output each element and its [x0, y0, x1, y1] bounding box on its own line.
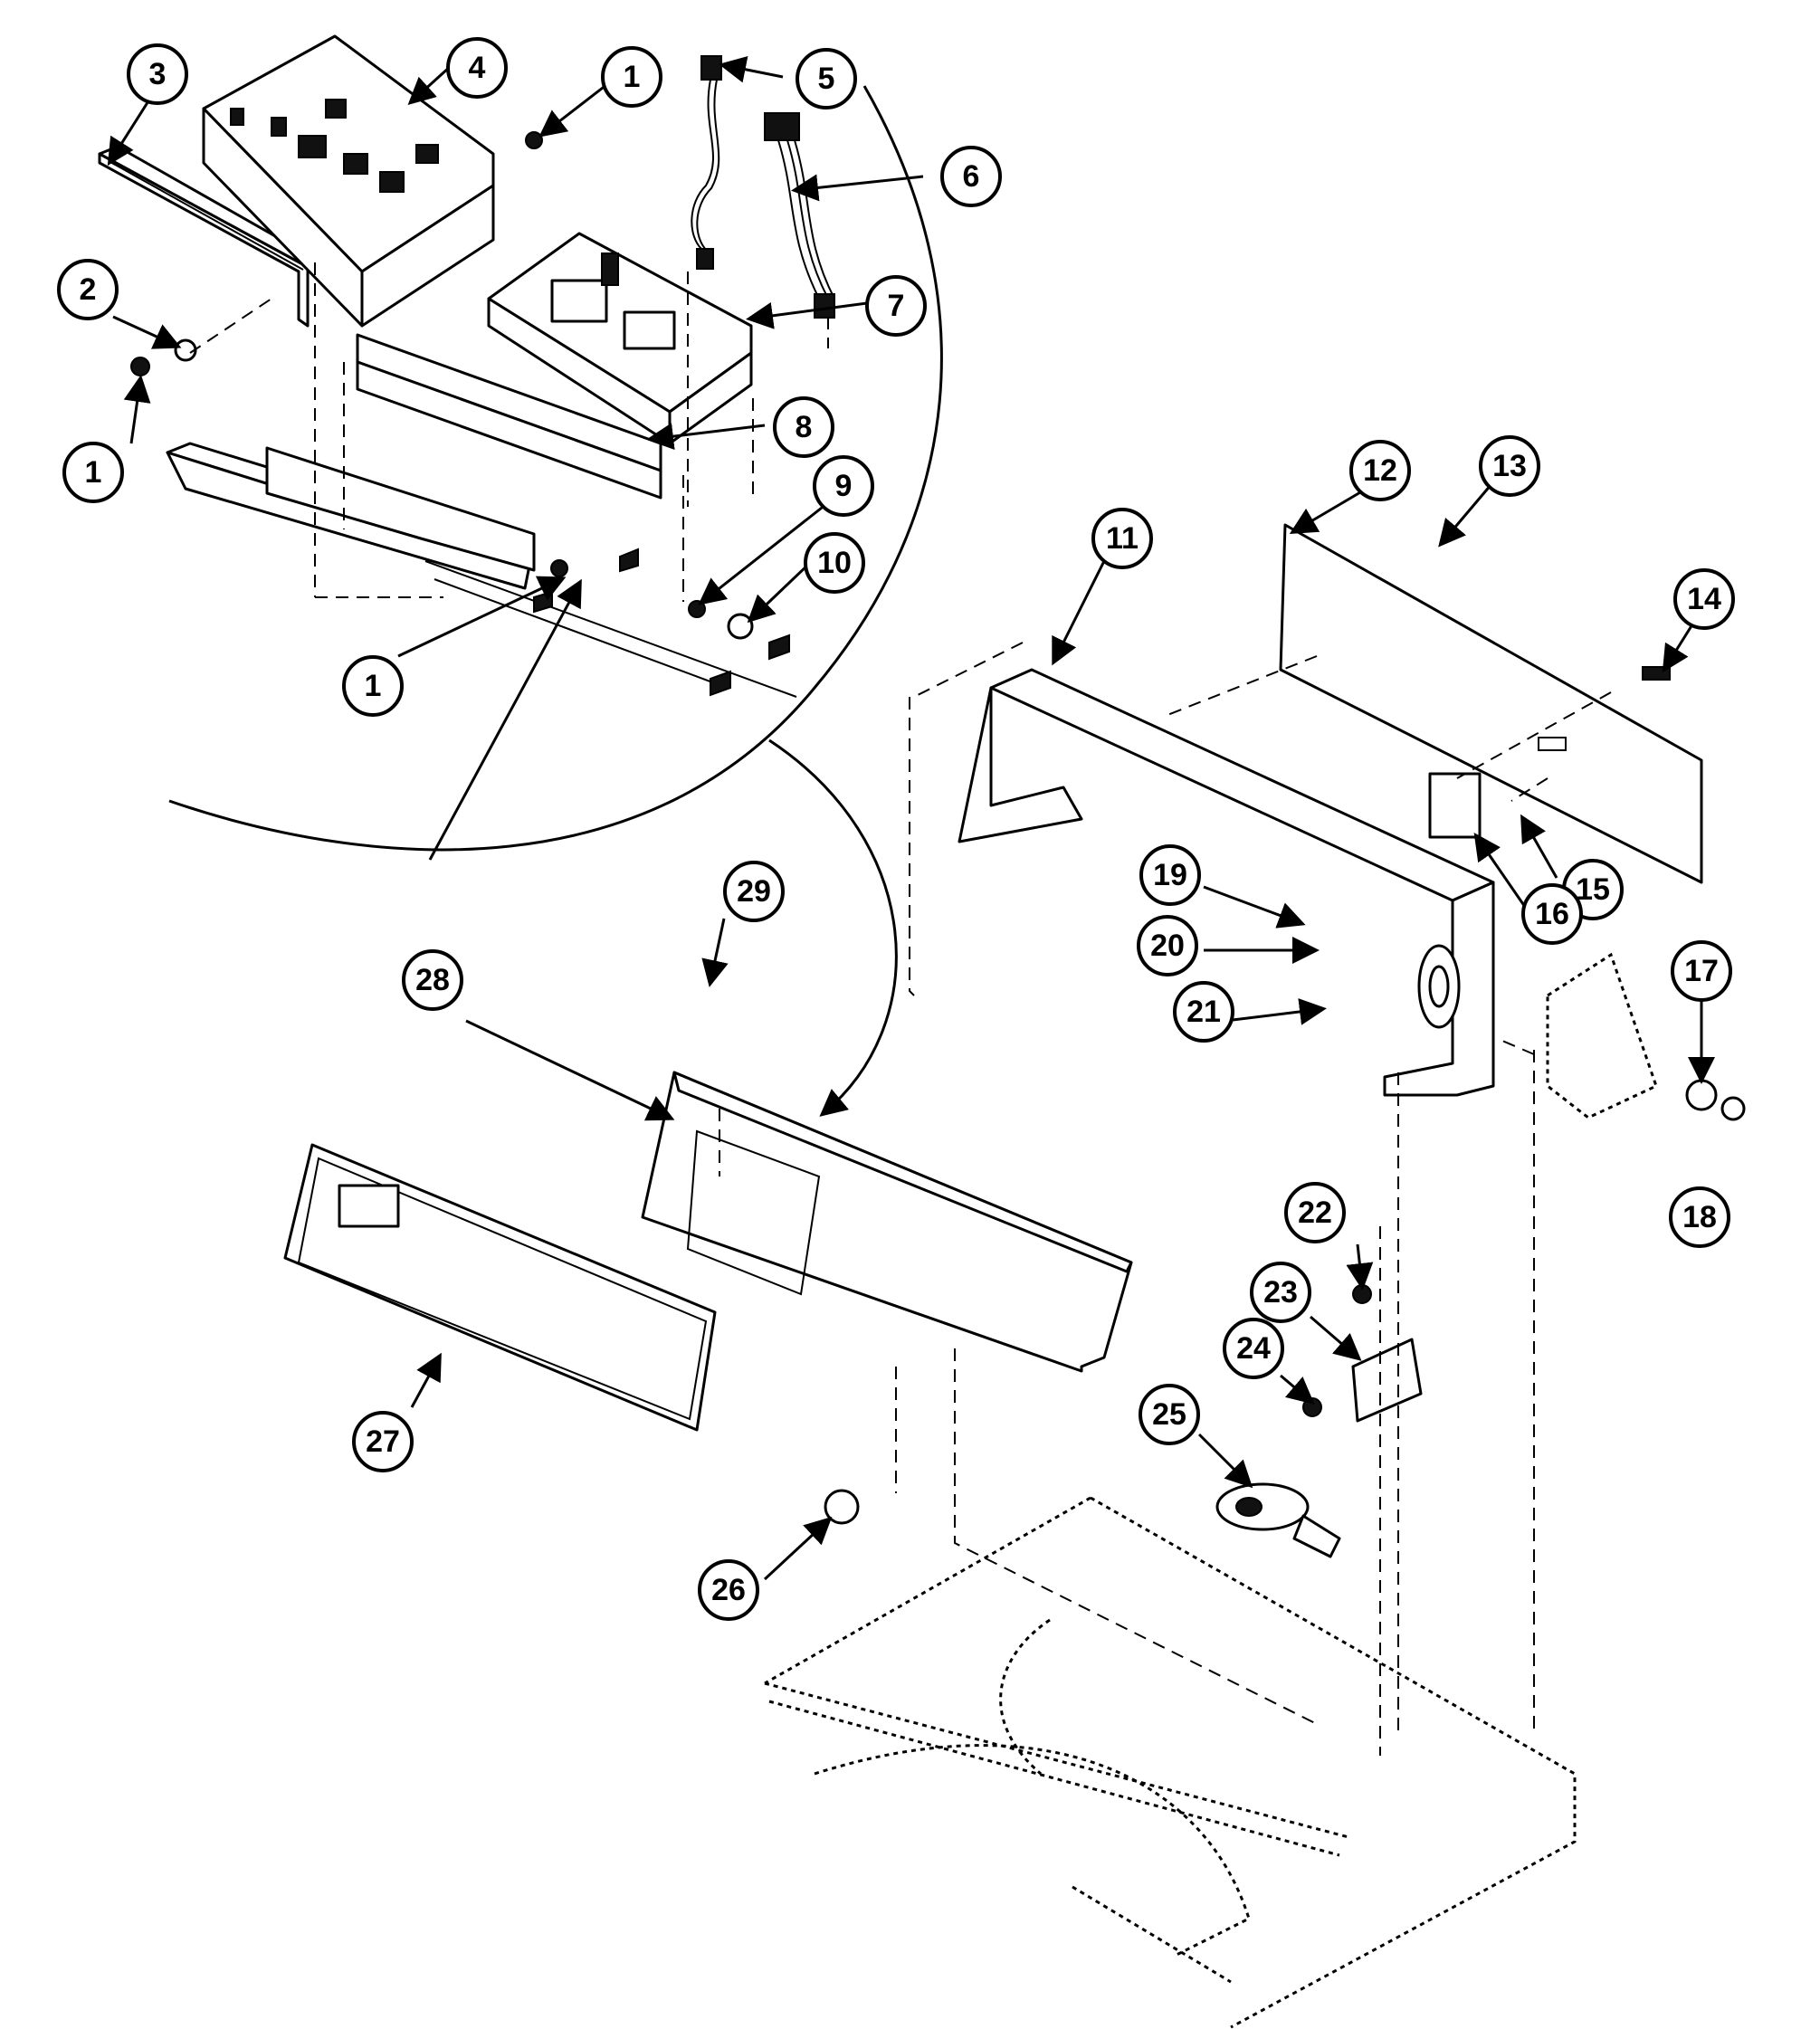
- part-10-spacer: [727, 613, 754, 640]
- callout-11: 11: [1091, 508, 1153, 569]
- callout-26: 26: [698, 1559, 759, 1621]
- callout-label: 26: [711, 1573, 746, 1607]
- callout-6: 6: [940, 146, 1002, 207]
- part-22-screw: [1352, 1284, 1372, 1304]
- callout-label: 23: [1263, 1275, 1298, 1310]
- callout-label: 10: [817, 546, 852, 580]
- part-25-pressure-switch: [1215, 1482, 1341, 1558]
- part-16-switch: [1428, 772, 1482, 839]
- callout-10: 10: [804, 532, 865, 594]
- detail-circle-arc: [168, 85, 943, 852]
- callout-1-center: 1: [342, 655, 404, 717]
- callout-label: 24: [1236, 1331, 1271, 1366]
- callout-label: 1: [624, 60, 641, 94]
- detail-pointer-arrow: [768, 738, 898, 1117]
- callout-7: 7: [865, 275, 927, 337]
- part-18-bolt: [1720, 1096, 1746, 1121]
- part-11-console-frame: [958, 668, 1495, 1097]
- part-4-control-board: [202, 34, 495, 328]
- callout-29: 29: [723, 861, 785, 922]
- callout-28: 28: [402, 949, 463, 1011]
- clip-d: [710, 670, 731, 697]
- part-12-rear-panel: [1279, 523, 1703, 884]
- callout-27: 27: [352, 1411, 414, 1472]
- callout-label: 3: [149, 57, 167, 91]
- callout-label: 22: [1298, 1195, 1332, 1230]
- callout-20: 20: [1137, 915, 1198, 976]
- callout-label: 5: [818, 62, 835, 96]
- part-6-harness: [764, 112, 835, 319]
- callout-label: 16: [1535, 897, 1569, 931]
- part-14-clip: [1642, 666, 1671, 681]
- callout-label: 15: [1576, 872, 1610, 907]
- callout-label: 13: [1492, 449, 1527, 483]
- callout-label: 18: [1682, 1200, 1717, 1234]
- part-1-screw-c: [550, 559, 568, 577]
- callout-label: 12: [1363, 453, 1397, 488]
- callout-21: 21: [1173, 981, 1234, 1043]
- callouts: 1 1 1 2 3 4 5 6: [57, 37, 1735, 1621]
- part-9-screw: [688, 600, 706, 618]
- part-5-harness: [691, 55, 722, 270]
- callout-17: 17: [1671, 940, 1732, 1002]
- callout-18: 18: [1669, 1186, 1730, 1248]
- callout-label: 17: [1684, 954, 1719, 988]
- callout-4: 4: [446, 37, 508, 99]
- part-1-screw-b: [130, 357, 150, 376]
- callout-label: 20: [1150, 929, 1185, 963]
- clip-b: [533, 590, 553, 614]
- part-24-screw: [1302, 1397, 1322, 1417]
- callout-label: 4: [469, 51, 486, 85]
- callout-8: 8: [773, 396, 834, 458]
- part-26-knob: [824, 1489, 860, 1525]
- callout-9: 9: [813, 455, 874, 517]
- callout-label: 25: [1152, 1397, 1186, 1432]
- callout-label: 11: [1106, 521, 1139, 556]
- callout-label: 6: [963, 159, 980, 194]
- callout-label: 1: [365, 669, 382, 703]
- clip-a: [619, 548, 639, 573]
- part-1-screw-a: [525, 131, 543, 149]
- leader-lines: [107, 55, 1715, 1581]
- clip-c: [768, 633, 790, 661]
- callout-13: 13: [1479, 435, 1540, 497]
- callout-14: 14: [1673, 568, 1735, 630]
- callout-label: 8: [796, 410, 813, 444]
- cabinet-top: [764, 1496, 1577, 2029]
- callout-1-top: 1: [601, 46, 662, 108]
- callout-24: 24: [1223, 1318, 1284, 1379]
- callout-label: 7: [888, 289, 905, 323]
- detail-frame: [166, 442, 797, 698]
- callout-label: 9: [835, 469, 853, 503]
- callout-25: 25: [1139, 1384, 1200, 1445]
- callout-23: 23: [1250, 1262, 1311, 1323]
- part-23-transformer: [1351, 1338, 1423, 1423]
- detail-view: [98, 34, 943, 1117]
- part-7-board: [487, 232, 753, 445]
- callout-label: 27: [366, 1424, 400, 1459]
- callout-16: 16: [1521, 883, 1583, 945]
- callout-3: 3: [127, 43, 188, 105]
- callout-label: 28: [415, 963, 450, 997]
- part-27-overlay: [283, 1143, 717, 1432]
- callout-label: 1: [85, 455, 102, 490]
- callout-22: 22: [1284, 1182, 1346, 1243]
- part-8-bracket: [356, 333, 662, 500]
- callout-label: 29: [737, 874, 771, 909]
- callout-1-left: 1: [62, 442, 124, 503]
- callout-12: 12: [1349, 440, 1411, 501]
- callout-5: 5: [796, 48, 857, 110]
- callout-19: 19: [1139, 844, 1201, 906]
- callout-label: 19: [1153, 858, 1187, 892]
- part-28-control-housing: [641, 1071, 1133, 1373]
- callout-2: 2: [57, 259, 119, 320]
- callout-label: 2: [80, 272, 97, 307]
- callout-label: 14: [1687, 582, 1721, 616]
- callout-label: 21: [1186, 995, 1221, 1029]
